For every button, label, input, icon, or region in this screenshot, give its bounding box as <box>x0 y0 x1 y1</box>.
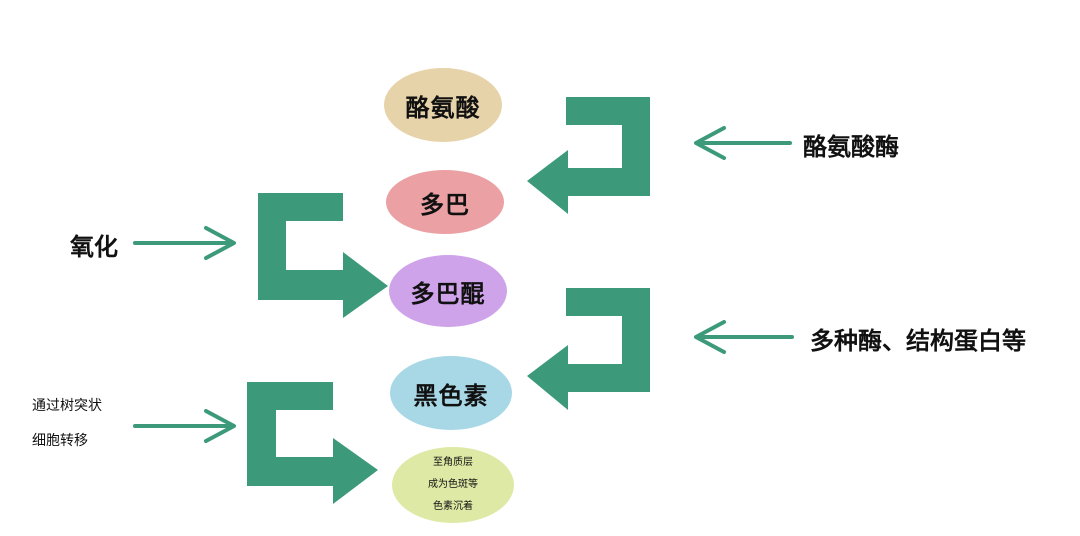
arrow-transfer <box>133 409 236 443</box>
label-transfer-line-2: 细胞转移 <box>32 433 88 449</box>
arrow-tyrosinase <box>694 126 792 160</box>
bracket-arrow-dopa-to-dopaquinone <box>258 193 388 318</box>
bracket-arrow-tyrosine-to-dopa <box>527 97 650 214</box>
node-dopaquinone: 多巴醌 <box>389 255 507 327</box>
node-result-line-1: 至角质层 <box>433 457 473 468</box>
arrow-oxidation <box>133 226 236 260</box>
bracket-arrow-melanin-to-result <box>247 382 378 504</box>
node-result-line-2: 成为色斑等 <box>428 479 478 490</box>
label-oxidation: 氧化 <box>70 233 118 261</box>
node-result-line-3: 色素沉着 <box>433 501 473 512</box>
label-tyrosinase: 酪氨酸酶 <box>803 133 899 161</box>
arrow-enzymes <box>694 320 794 354</box>
node-tyrosine: 酪氨酸 <box>384 68 502 142</box>
node-melanin-label: 黑色素 <box>413 381 489 410</box>
node-tyrosine-label: 酪氨酸 <box>405 93 481 122</box>
node-dopa-label: 多巴 <box>420 190 470 219</box>
node-dopaquinone-label: 多巴醌 <box>410 279 486 308</box>
node-dopa: 多巴 <box>386 170 504 234</box>
node-result: 至角质层 成为色斑等 色素沉着 <box>392 447 514 523</box>
node-melanin: 黑色素 <box>390 356 512 430</box>
label-enzymes: 多种酶、结构蛋白等 <box>810 327 1026 355</box>
bracket-arrow-dopaquinone-to-melanin <box>527 288 650 410</box>
label-transfer-line-1: 通过树突状 <box>32 398 102 414</box>
